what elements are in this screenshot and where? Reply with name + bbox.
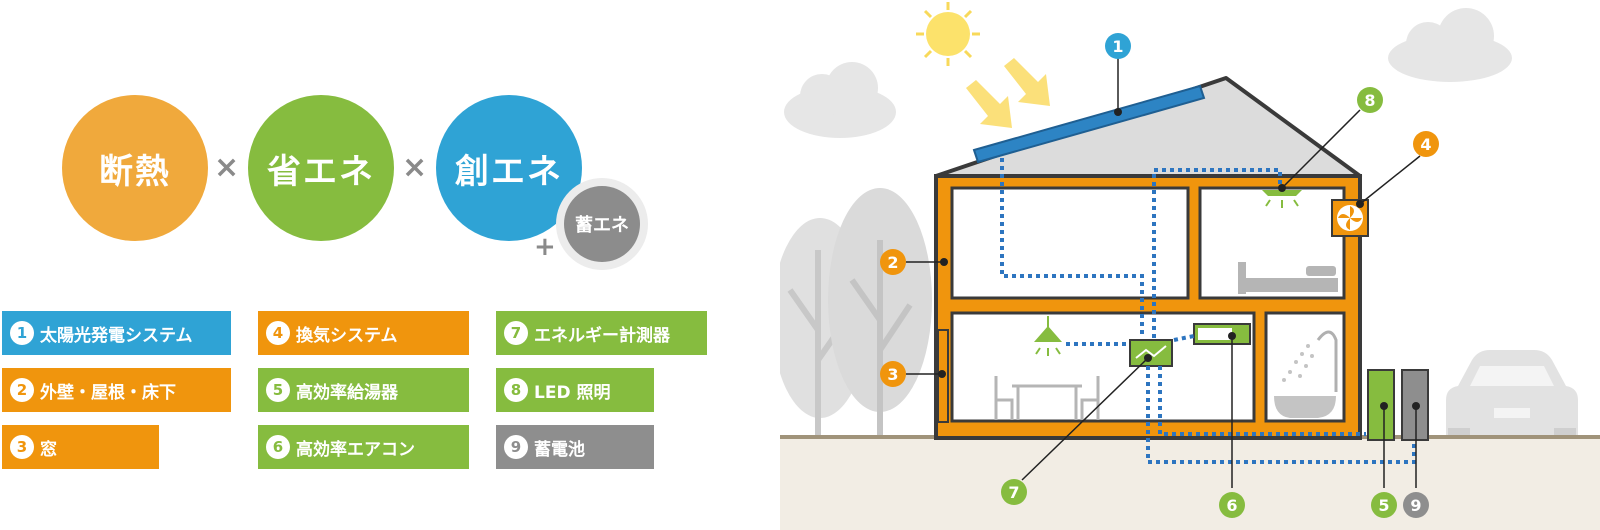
legend-item-ventilation: 4 換気システム (258, 311, 469, 355)
battery-unit (1401, 369, 1429, 441)
legend-item-solar: 1 太陽光発電システム (2, 311, 231, 355)
dining-table-icon (994, 376, 1100, 420)
bathtub-icon (1274, 330, 1338, 418)
tree-icon (828, 188, 932, 440)
insulation-circle: 断熱 (62, 95, 208, 241)
legend-label: 太陽光発電システム (40, 325, 193, 346)
legend-item-battery: 9 蓄電池 (496, 425, 654, 469)
callout-4: 4 (1413, 131, 1439, 157)
callout-4-number: 4 (1420, 135, 1431, 154)
legend-number: 1 (10, 321, 34, 345)
room-upper-left (950, 186, 1190, 300)
cloud-icon (784, 62, 896, 138)
legend-number: 8 (504, 378, 528, 402)
bed-icon (1238, 262, 1338, 294)
pendant-lamp-icon (1034, 316, 1062, 356)
legend-item-water-heater: 5 高効率給湯器 (258, 368, 469, 412)
energy-saving-circle: 省エネ (248, 95, 394, 241)
air-conditioner-icon (1193, 323, 1251, 345)
energy-creation-circle: 創エネ (436, 95, 582, 241)
times-sign-1: × (214, 150, 240, 185)
callout-7: 7 (1001, 479, 1027, 505)
callout-8-number: 8 (1364, 91, 1375, 110)
callout-5: 5 (1371, 492, 1397, 518)
legend-item-energy-meter: 7 エネルギー計測器 (496, 311, 707, 355)
callout-3-number: 3 (887, 365, 898, 384)
legend-item-led: 8 LED 照明 (496, 368, 654, 412)
legend-item-walls: 2 外壁・屋根・床下 (2, 368, 231, 412)
legend-label: 蓄電池 (534, 439, 585, 460)
legend-label: 高効率エアコン (296, 439, 415, 460)
electric-wiring (1000, 158, 1416, 464)
car-icon (1446, 350, 1578, 442)
cloud-icon (1388, 8, 1512, 82)
callout-6: 6 (1219, 492, 1245, 518)
energy-creation-label: 創エネ (455, 151, 563, 192)
callout-3: 3 (880, 361, 906, 387)
legend-label: 窓 (40, 439, 57, 460)
callout-2-number: 2 (887, 253, 898, 272)
callout-5-number: 5 (1378, 496, 1389, 515)
legend-number: 5 (266, 378, 290, 402)
sunlight-arrow-icon (966, 58, 1050, 128)
callout-7-number: 7 (1008, 483, 1019, 502)
energy-storage-circle: 蓄エネ (556, 178, 648, 270)
house-diagram: 1 2 3 4 5 6 7 8 9 (780, 2, 1600, 530)
legend-item-window: 3 窓 (2, 425, 159, 469)
legend-item-air-conditioner: 6 高効率エアコン (258, 425, 469, 469)
legend-number: 4 (266, 321, 290, 345)
legend-label: 換気システム (296, 325, 398, 346)
legend-number: 6 (266, 435, 290, 459)
callout-2: 2 (880, 249, 906, 275)
callout-6-number: 6 (1226, 496, 1237, 515)
energy-storage-label: 蓄エネ (575, 215, 629, 236)
house-roof (934, 76, 1362, 178)
energy-monitor-icon (1129, 339, 1173, 367)
insulation-label: 断熱 (99, 151, 171, 192)
legend-number: 3 (10, 435, 34, 459)
ground (780, 437, 1600, 530)
solar-panel (972, 84, 1206, 164)
legend-label: 高効率給湯器 (296, 382, 398, 403)
callout-1: 1 (1105, 33, 1131, 59)
callout-8: 8 (1357, 87, 1383, 113)
times-sign-2: × (402, 150, 428, 185)
plus-sign: + (534, 232, 556, 262)
led-light-icon (1262, 190, 1302, 208)
callout-9: 9 (1403, 492, 1429, 518)
legend-number: 9 (504, 435, 528, 459)
sun-icon (916, 2, 980, 66)
legend-number: 7 (504, 321, 528, 345)
legend-number: 2 (10, 378, 34, 402)
legend-label: LED 照明 (534, 382, 611, 403)
legend-label: 外壁・屋根・床下 (40, 382, 176, 403)
callout-1-number: 1 (1112, 37, 1123, 56)
legend-label: エネルギー計測器 (534, 325, 670, 346)
energy-saving-label: 省エネ (267, 151, 375, 192)
callout-9-number: 9 (1410, 496, 1421, 515)
